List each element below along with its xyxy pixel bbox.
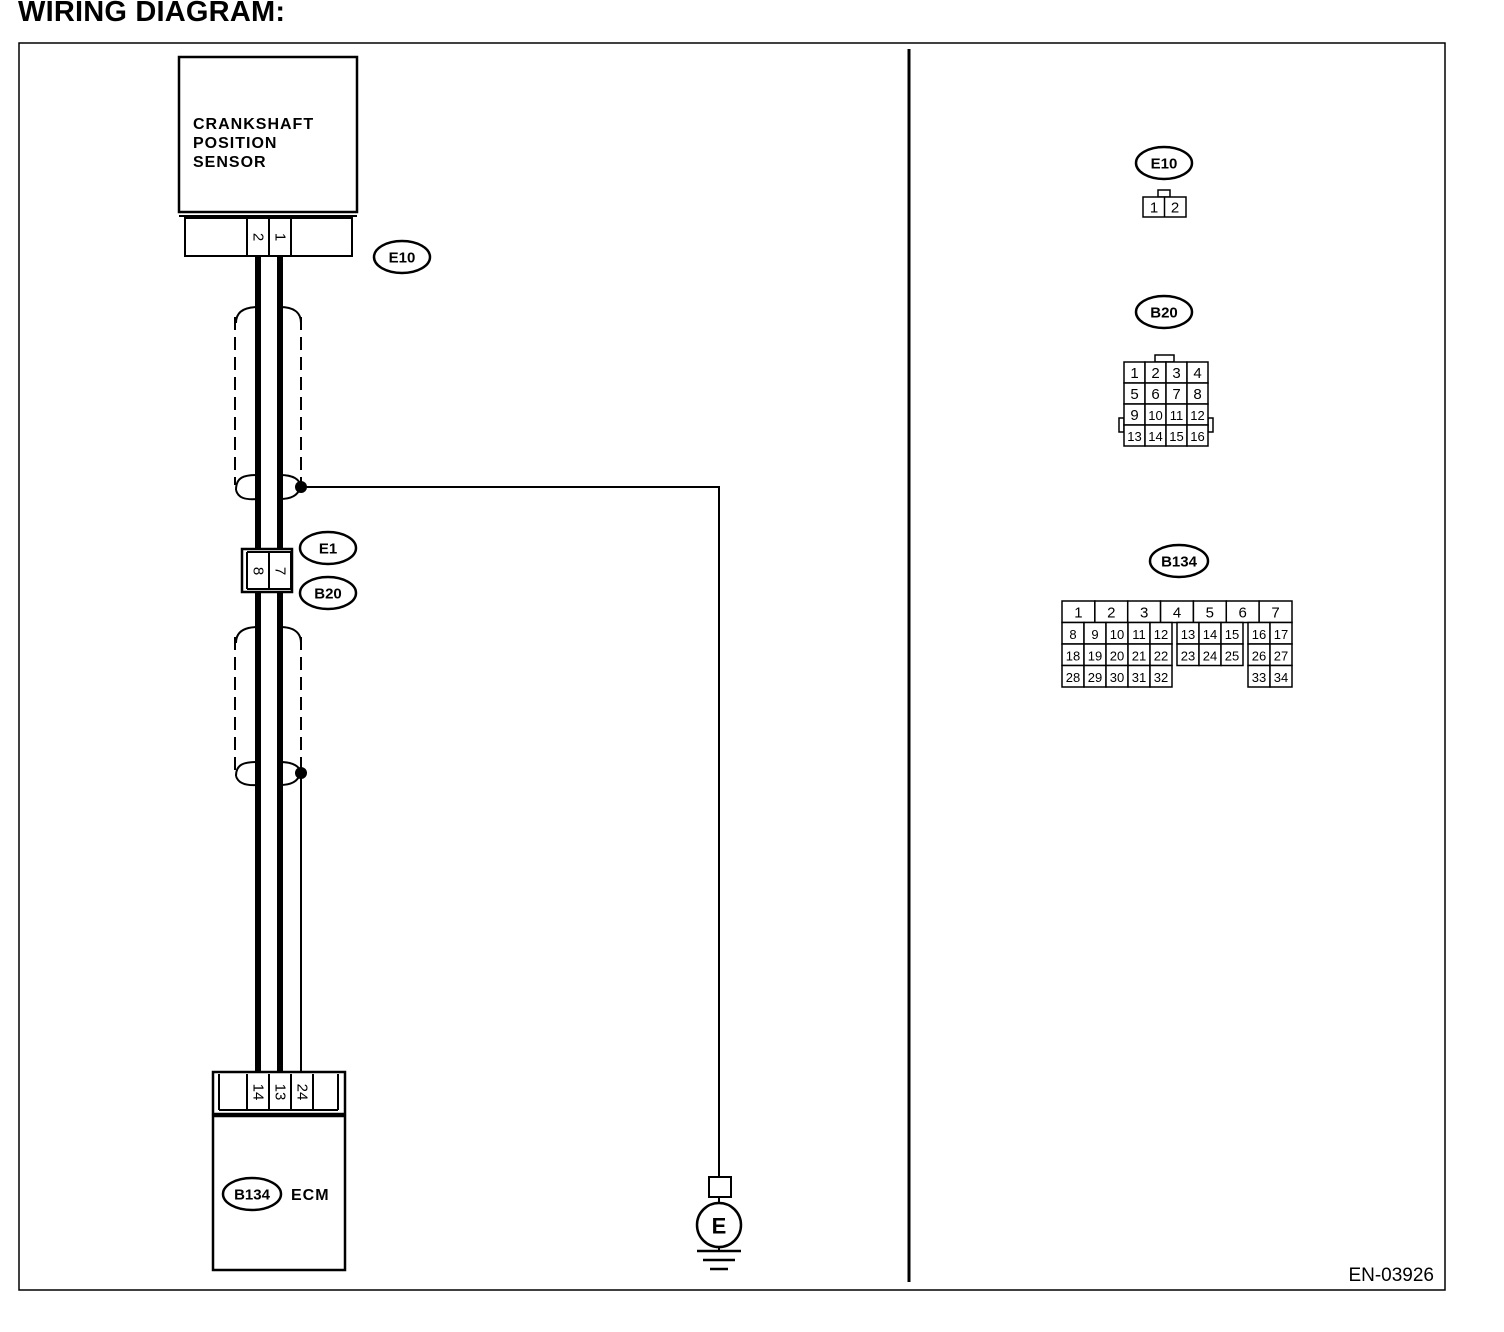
joint-connector-tag-e1 [298, 530, 358, 566]
page-title: WIRING DIAGRAM: [18, 0, 286, 28]
joint-pin-8: 8 [250, 567, 267, 575]
b134-pin-23: 23 [1181, 648, 1195, 663]
b20-pin-12: 12 [1190, 408, 1204, 423]
joint-connector-tag-b20 [298, 575, 358, 611]
crankshaft-position-sensor: CRANKSHAFT POSITION SENSOR 2 1 E10 [177, 55, 432, 275]
b134-pin-6: 6 [1239, 604, 1247, 621]
b20-pin-6: 6 [1151, 386, 1159, 403]
upper-shield-ground-wire [301, 486, 720, 1177]
b134-pin-4: 4 [1173, 604, 1181, 621]
b20-pin-1: 1 [1130, 365, 1138, 382]
b134-pin-30: 30 [1110, 670, 1124, 685]
b20-pin-8: 8 [1193, 386, 1201, 403]
b134-pin-3: 3 [1140, 604, 1148, 621]
b134-pin-19: 19 [1088, 648, 1102, 663]
connector-view-e10: E10 1 2 [1134, 145, 1194, 218]
b20-pin-2: 2 [1151, 365, 1159, 382]
b134-pin-34-cell [1269, 664, 1293, 688]
b134-pin-9: 9 [1091, 627, 1098, 642]
ecm-label: ECM [291, 1187, 330, 1204]
b134-pin-32-cell [1149, 664, 1173, 688]
sensor-pin-1: 1 [272, 233, 289, 241]
sensor-connector-tag-text: E10 [389, 250, 416, 267]
b134-pin-12: 12 [1154, 627, 1168, 642]
b134-pin-7: 7 [1271, 604, 1279, 621]
b134-pin-26: 26 [1252, 648, 1266, 663]
b20-pin-13: 13 [1127, 429, 1141, 444]
b134-pin-22: 22 [1154, 648, 1168, 663]
b134-pin-15: 15 [1225, 627, 1239, 642]
b134-pin-25: 25 [1225, 648, 1239, 663]
signal-wires [255, 256, 283, 1074]
upper-shield [234, 306, 302, 501]
b134-pin-13: 13 [1181, 627, 1195, 642]
b134-pin-1: 1 [1074, 604, 1082, 621]
b20-pin-4: 4 [1193, 365, 1201, 382]
b134-pin-24: 24 [1203, 648, 1217, 663]
joint-connector-tag-b20-text: B20 [314, 586, 342, 603]
b20-pin-11: 11 [1170, 408, 1184, 423]
b20-pin-3: 3 [1172, 365, 1180, 382]
sensor-connector-tag [372, 239, 432, 275]
b134-pin-11: 11 [1132, 627, 1146, 642]
joint-pin-7: 7 [272, 567, 289, 575]
connector-view-e10-tag: E10 [1151, 156, 1178, 173]
connector-view-e10-pin-1: 1 [1150, 200, 1158, 217]
ecm: 14 13 24 B134 ECM [211, 1070, 347, 1272]
sensor-label-3: SENSOR [193, 154, 267, 171]
ecm-connector-b134 [211, 1070, 347, 1116]
figure-code: EN-03926 [1348, 1265, 1434, 1286]
diagram-frame [18, 42, 1446, 1291]
b134-pin-21: 21 [1132, 648, 1146, 663]
sensor-body [177, 55, 359, 214]
sensor-label-1: CRANKSHAFT [193, 116, 314, 133]
b134-pin-20: 20 [1110, 648, 1124, 663]
ecm-connector-tag-text: B134 [234, 1187, 271, 1204]
b134-pin-29: 29 [1088, 670, 1102, 685]
lower-shield [234, 626, 302, 787]
b20-pin-14: 14 [1148, 429, 1162, 444]
b134-pin-10: 10 [1110, 627, 1124, 642]
sensor-pin-2: 2 [250, 233, 267, 241]
joint-connector-tag-e1-text: E1 [319, 541, 337, 558]
joint-connector: 8 7 E1 B20 [240, 530, 358, 611]
b134-pin-33: 33 [1252, 670, 1266, 685]
b134-pin-28: 28 [1066, 670, 1080, 685]
b134-pin-16: 16 [1252, 627, 1266, 642]
b134-pin-14: 14 [1203, 627, 1217, 642]
b134-pin-2: 2 [1107, 604, 1115, 621]
b20-pin-16: 16 [1190, 429, 1204, 444]
b20-pin-16-cell [1186, 424, 1209, 447]
b134-pin-18: 18 [1066, 648, 1080, 663]
b134-pin-27: 27 [1274, 648, 1288, 663]
b20-pin-9: 9 [1130, 407, 1138, 424]
b134-pin-32: 32 [1154, 670, 1168, 685]
ecm-connector-tag [221, 1176, 283, 1212]
sensor-label-2: POSITION [193, 135, 277, 152]
b134-pin-17: 17 [1274, 627, 1288, 642]
b20-pin-5: 5 [1130, 386, 1138, 403]
ecm-pin-14: 14 [250, 1084, 267, 1101]
b20-pin-10: 10 [1148, 408, 1162, 423]
b134-pin-8: 8 [1069, 627, 1076, 642]
b134-pin-25-cell [1220, 643, 1244, 667]
connector-view-b134-tag: B134 [1161, 554, 1198, 571]
b20-pin-7: 7 [1172, 386, 1180, 403]
connector-view-b20-tag: B20 [1150, 305, 1178, 322]
ground-symbol: E [695, 1176, 743, 1271]
ground-symbol-label: E [712, 1214, 727, 1239]
ecm-pin-13: 13 [272, 1084, 289, 1101]
b134-pin-34: 34 [1274, 670, 1288, 685]
connector-view-e10-pin-2: 2 [1171, 200, 1179, 217]
b20-pin-15: 15 [1169, 429, 1183, 444]
ecm-pin-24: 24 [294, 1084, 311, 1101]
b134-pin-31: 31 [1132, 670, 1146, 685]
b134-pin-5: 5 [1206, 604, 1214, 621]
